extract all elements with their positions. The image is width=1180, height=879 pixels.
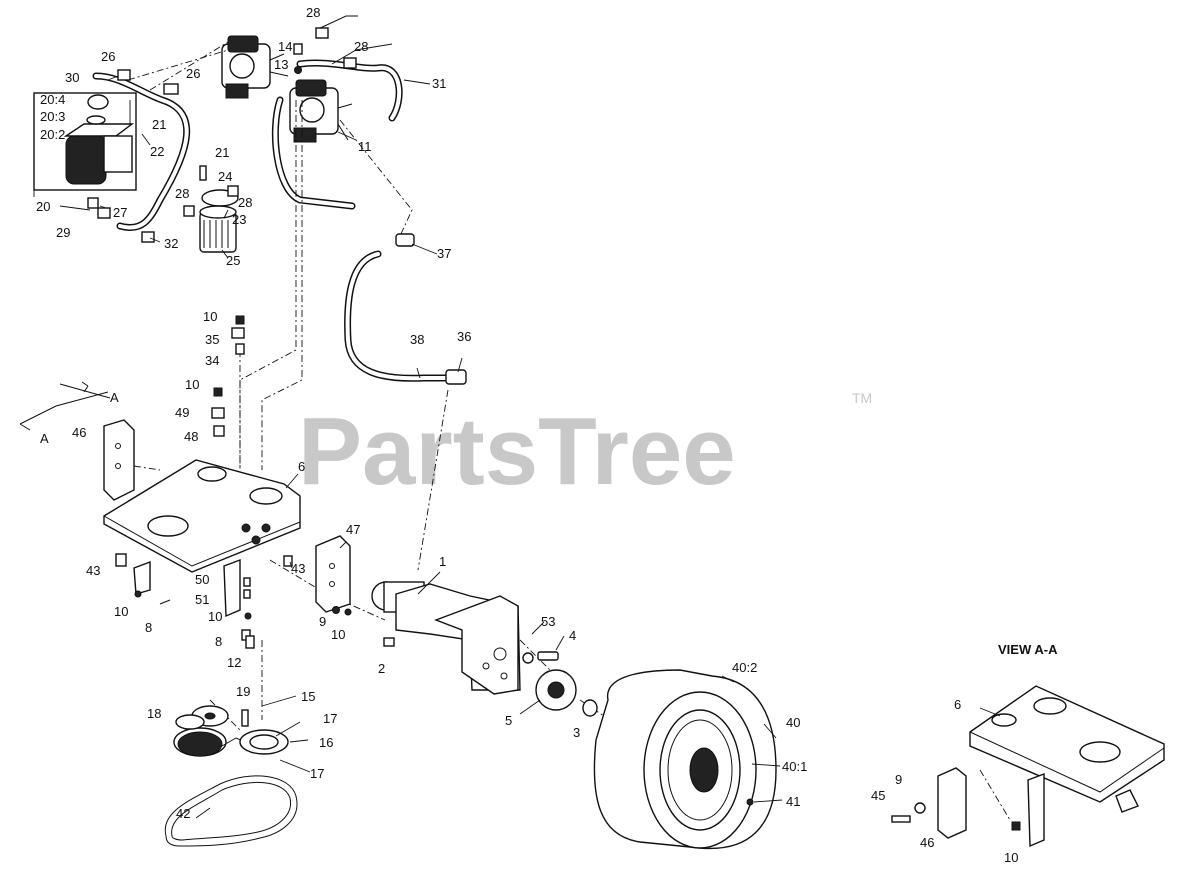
callout-42: 42 <box>176 806 190 821</box>
callout-leader-lines <box>59 75 1001 819</box>
callout-10: 10 <box>114 604 128 619</box>
hub-nut[interactable] <box>582 699 598 717</box>
callout-29: 29 <box>56 225 70 240</box>
wheel-motor-assembly[interactable] <box>371 581 521 695</box>
callout-9: 9 <box>319 614 326 629</box>
callout-24: 24 <box>218 169 232 184</box>
callout-28: 28 <box>306 5 320 20</box>
callout-40-2: 40:2 <box>732 660 757 675</box>
callout-43: 43 <box>291 561 305 576</box>
hydraulic-hose-38[interactable] <box>344 233 467 385</box>
wheel-hub[interactable] <box>535 669 577 711</box>
callout-27: 27 <box>113 205 127 220</box>
callout-26: 26 <box>186 66 200 81</box>
frame-plate[interactable] <box>103 459 301 573</box>
callout-8: 8 <box>215 634 222 649</box>
hydraulic-reservoir[interactable] <box>33 92 137 191</box>
callout-11: 11 <box>358 139 372 154</box>
callout-10: 10 <box>331 627 345 642</box>
callout-38: 38 <box>410 332 424 347</box>
callout-17: 17 <box>323 711 337 726</box>
callout-1: 1 <box>439 554 446 569</box>
callout-34: 34 <box>205 353 219 368</box>
callout-43: 43 <box>86 563 100 578</box>
callout-10: 10 <box>208 609 222 624</box>
callout-51: 51 <box>195 592 209 607</box>
callout-20-3: 20:3 <box>40 109 65 124</box>
drive-belt[interactable] <box>164 775 298 847</box>
bolt-4[interactable] <box>522 651 559 664</box>
bracket-47[interactable] <box>315 535 351 613</box>
callout-20-2: 20:2 <box>40 127 65 142</box>
callout-12: 12 <box>227 655 241 670</box>
clutch-pulley[interactable] <box>173 714 247 757</box>
callout-17: 17 <box>310 766 324 781</box>
watermark-brand: PartsTree <box>298 398 736 505</box>
hydraulic-pump-upper[interactable] <box>221 35 289 99</box>
hardware-fasteners <box>87 27 395 649</box>
callout-40: 40 <box>786 715 800 730</box>
callout-30: 30 <box>65 70 79 85</box>
callout-6: 6 <box>298 459 305 474</box>
callout-28: 28 <box>238 195 252 210</box>
callout-41: 41 <box>786 794 800 809</box>
callout-49: 49 <box>175 405 189 420</box>
callout-5: 5 <box>505 713 512 728</box>
watermark-trademark: TM <box>852 390 872 406</box>
callout-31: 31 <box>432 76 446 91</box>
callout-16: 16 <box>319 735 333 750</box>
callout-8: 8 <box>145 620 152 635</box>
callout-25: 25 <box>226 253 240 268</box>
callout-13: 13 <box>274 57 288 72</box>
callout-48: 48 <box>184 429 198 444</box>
hydraulic-pump-lower[interactable] <box>289 79 353 143</box>
section-markers <box>19 381 111 431</box>
callout-26: 26 <box>101 49 115 64</box>
callout-3: 3 <box>573 725 580 740</box>
oil-filter[interactable] <box>199 189 239 253</box>
side-bracket[interactable] <box>133 558 241 618</box>
drive-wheel[interactable] <box>593 669 777 850</box>
callout-28: 28 <box>175 186 189 201</box>
callout-19: 19 <box>236 684 250 699</box>
callout-10: 10 <box>1004 850 1018 865</box>
callout-46: 46 <box>72 425 86 440</box>
callout-10: 10 <box>203 309 217 324</box>
view-a-a-title: VIEW A-A <box>998 642 1058 657</box>
callout-21: 21 <box>152 117 166 132</box>
callout-53: 53 <box>541 614 555 629</box>
callout-9: 9 <box>895 772 902 787</box>
callout-4: 4 <box>569 628 576 643</box>
callout-32: 32 <box>164 236 178 251</box>
callout-46: 46 <box>920 835 934 850</box>
callout-50: 50 <box>195 572 209 587</box>
callout-labels: 28 26 14 28 30 26 13 31 20:4 20:3 20:2 2… <box>36 5 1058 865</box>
view-a-a-inset <box>891 685 1165 848</box>
pulley-bolt[interactable] <box>241 709 249 727</box>
callout-10: 10 <box>185 377 199 392</box>
callout-23: 23 <box>232 212 246 227</box>
callout-20: 20 <box>36 199 50 214</box>
callout-40-1: 40:1 <box>782 759 807 774</box>
callout-28: 28 <box>354 39 368 54</box>
callout-35: 35 <box>205 332 219 347</box>
bracket-46[interactable] <box>103 419 135 501</box>
callout-18: 18 <box>147 706 161 721</box>
callout-36: 36 <box>457 329 471 344</box>
callout-6: 6 <box>954 697 961 712</box>
callout-20-4: 20:4 <box>40 92 65 107</box>
callout-15: 15 <box>301 689 315 704</box>
hydraulic-hoses-upper <box>92 15 403 231</box>
callout-21: 21 <box>215 145 229 160</box>
callout-14: 14 <box>278 39 292 54</box>
callout-37: 37 <box>437 246 451 261</box>
callout-47: 47 <box>346 522 360 537</box>
callout-2: 2 <box>378 661 385 676</box>
section-marker-a-lower: A <box>40 431 49 446</box>
callout-45: 45 <box>871 788 885 803</box>
section-marker-a-upper: A <box>110 390 119 405</box>
callout-22: 22 <box>150 144 164 159</box>
